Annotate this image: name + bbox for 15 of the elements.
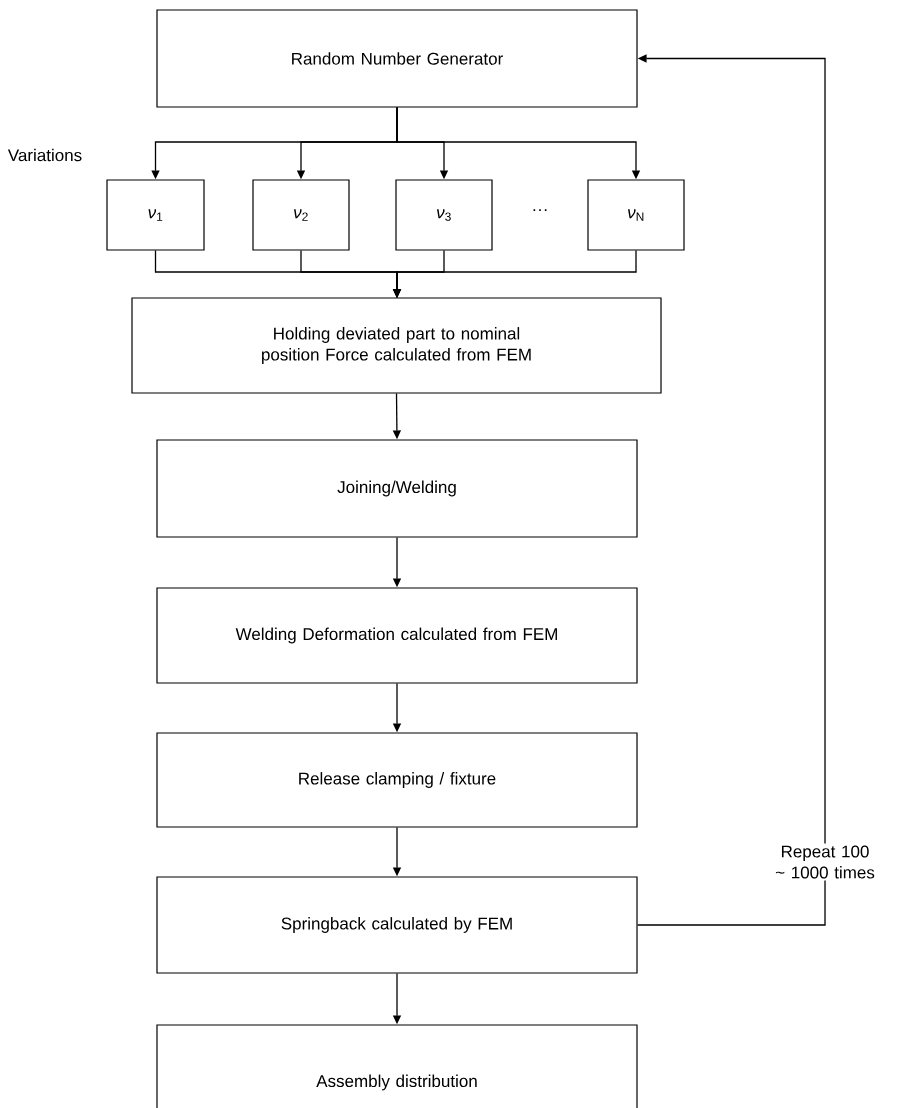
variation-box: ν$_{N}$: [587, 179, 685, 251]
process-box: Release clamping / fixture: [156, 732, 638, 828]
variation-box: ν$_{2}$: [252, 179, 350, 251]
text-label: ···: [533, 209, 547, 212]
process-box: Assembly distribution: [156, 1024, 638, 1108]
process-box: Welding Deformation calculated from FEM: [156, 587, 638, 684]
arrow: [636, 54, 826, 926]
process-box: Springback calculated by FEM: [156, 876, 638, 974]
variation-box: ν$_{1}$: [106, 179, 205, 251]
process-box: Holding deviated part to nominal position Force calculated from FEM: [131, 297, 662, 394]
process-box: Random Number Generator: [156, 9, 638, 108]
process-box: Joining/Welding: [156, 439, 638, 538]
edge-label: Repeat 100 ~ 1000 times: [775, 845, 875, 879]
text-label: Variations: [7, 148, 82, 162]
variation-box: ν$_{3}$: [395, 179, 493, 251]
